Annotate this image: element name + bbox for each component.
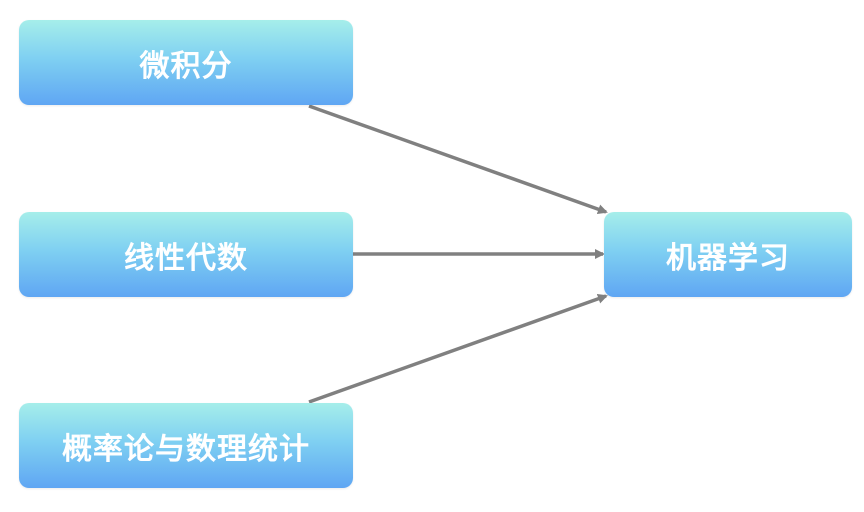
arrow-prob-to-ml (308, 293, 608, 404)
node-machine-learning: 机器学习 (604, 212, 852, 297)
node-linear-algebra: 线性代数 (19, 212, 353, 297)
node-probability-statistics-label: 概率论与数理统计 (62, 431, 310, 467)
node-probability-statistics: 概率论与数理统计 (19, 403, 353, 488)
node-calculus: 微积分 (19, 20, 353, 105)
node-machine-learning-label: 机器学习 (666, 240, 790, 276)
node-calculus-label: 微积分 (139, 48, 233, 84)
arrow-calculus-to-ml (308, 104, 608, 215)
node-linear-algebra-label: 线性代数 (124, 240, 248, 276)
